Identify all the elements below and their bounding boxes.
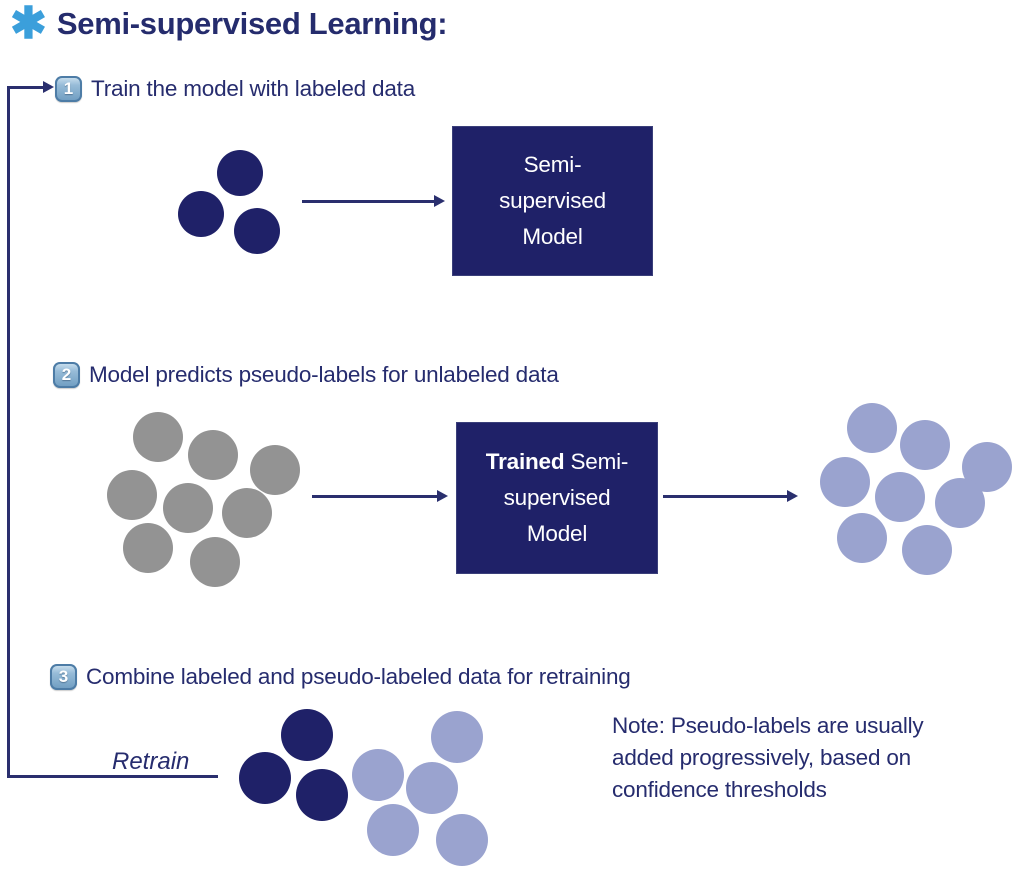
retrain-loop-bottom-line [7, 775, 218, 778]
unlabeled-data-circle [123, 523, 173, 573]
trained-semi-supervised-model-box: Trained Semi- supervised Model [457, 423, 657, 573]
model-box-line: Model [526, 521, 588, 546]
note-line-3: confidence thresholds [612, 777, 827, 802]
unlabeled-data-circle [163, 483, 213, 533]
asterisk-icon: ✱ [10, 0, 47, 48]
pseudo-labeled-data-circle [935, 478, 985, 528]
pseudo-labeled-data-circle [820, 457, 870, 507]
pseudo-labeled-data-circle [847, 403, 897, 453]
step-2-output-arrow [663, 490, 798, 501]
step-3-heading: 3 Combine labeled and pseudo-labeled dat… [50, 662, 631, 692]
semi-supervised-model-box: Semi- supervised Model [453, 127, 652, 275]
pseudo-labeled-data-circle [900, 420, 950, 470]
combined-labeled-circle [281, 709, 333, 761]
note-line-1: Note: Pseudo-labels are usually [612, 713, 924, 738]
retrain-label: Retrain [112, 748, 190, 775]
combined-pseudo-labeled-circle [367, 804, 419, 856]
unlabeled-data-circle [222, 488, 272, 538]
unlabeled-data-circle [107, 470, 157, 520]
model-box-line: Semi- [523, 152, 582, 177]
combined-pseudo-labeled-circle [431, 711, 483, 763]
step-2-input-arrow [312, 490, 448, 501]
note-text: Note: Pseudo-labels are usually added pr… [612, 710, 1012, 806]
combined-pseudo-labeled-circle [406, 762, 458, 814]
labeled-data-circle [217, 150, 263, 196]
pseudo-labeled-data-circle [902, 525, 952, 575]
combined-labeled-circle [296, 769, 348, 821]
unlabeled-data-circle [188, 430, 238, 480]
model-box-line: Model [522, 224, 583, 249]
keycap-2-icon: 2 [53, 362, 80, 388]
pseudo-labeled-data-circle [837, 513, 887, 563]
retrain-loop-arrow [7, 81, 54, 92]
trained-bold-text: Trained [485, 449, 565, 474]
step-1-heading: 1 Train the model with labeled data [55, 74, 415, 104]
labeled-data-circle [178, 191, 224, 237]
unlabeled-data-circle [250, 445, 300, 495]
note-line-2: added progressively, based on [612, 745, 911, 770]
step-3-label: Combine labeled and pseudo-labeled data … [86, 664, 631, 689]
unlabeled-data-circle [190, 537, 240, 587]
step-2-label: Model predicts pseudo-labels for unlabel… [89, 362, 559, 387]
step-1-arrow [302, 195, 445, 206]
pseudo-labeled-data-circle [875, 472, 925, 522]
step-1-label: Train the model with labeled data [91, 76, 416, 101]
unlabeled-data-circle [133, 412, 183, 462]
combined-pseudo-labeled-circle [436, 814, 488, 866]
page-title-text: Semi-supervised Learning: [56, 6, 448, 41]
retrain-loop-vertical-line [7, 86, 10, 778]
step-2-heading: 2 Model predicts pseudo-labels for unlab… [53, 360, 559, 390]
combined-labeled-circle [239, 752, 291, 804]
labeled-data-circle [234, 208, 280, 254]
model-box-line: supervised [503, 485, 611, 510]
model-box-line-rest: Semi- [564, 449, 629, 474]
model-box-line: supervised [499, 188, 606, 213]
combined-pseudo-labeled-circle [352, 749, 404, 801]
model-box-line: Trained Semi- [485, 444, 629, 480]
keycap-1-icon: 1 [55, 76, 82, 102]
page-title: ✱ Semi-supervised Learning: [10, 0, 448, 48]
keycap-3-icon: 3 [50, 664, 77, 690]
